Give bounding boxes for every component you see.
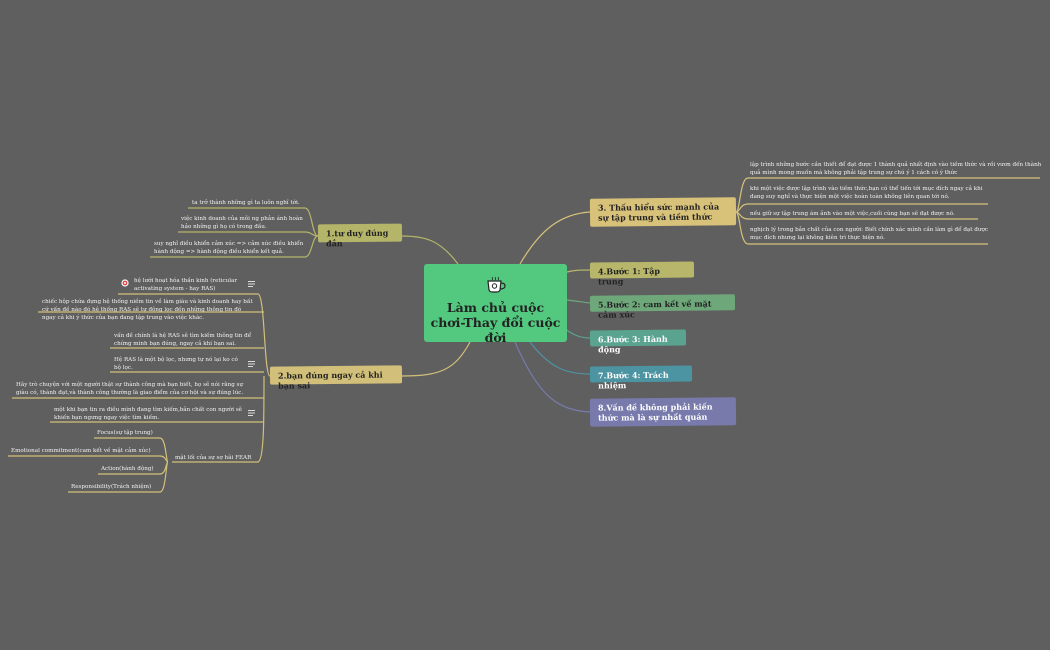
b3-leaf[interactable]: lập trình những bước cần thiết để đạt đư… [750, 162, 1042, 176]
b2-leaf-ras-desc[interactable]: chiếc hộp chứa đựng hệ thống niềm tin về… [42, 299, 253, 321]
link-b1-leaf1 [188, 207, 319, 237]
branch-6[interactable]: 6.Bước 3: Hành động [589, 329, 687, 354]
branch-8-label: 8.Vấn đề không phải kiến thức mà là sự n… [597, 401, 713, 423]
fear-item[interactable]: Emotional commitment(cam kết về mặt cảm … [11, 448, 151, 454]
b3-leaf[interactable]: khi một việc được lập trình vào tiềm thứ… [750, 186, 983, 200]
link-root-b5 [566, 299, 591, 304]
coffee-cup-icon [486, 276, 506, 293]
b1-leaf[interactable]: ta trở thành những gì ta luôn nghĩ tới. [192, 200, 300, 206]
b3-leaf[interactable]: nghịch lý trong bản chất của con người: … [750, 227, 988, 241]
fear-item[interactable]: Focus(sự tập trung) [97, 430, 153, 436]
b2-leaf-story[interactable]: Hãy trò chuyện với một người thật sự thà… [16, 382, 244, 396]
branch-2[interactable]: 2.bạn đúng ngay cả khi bạn sai [269, 365, 403, 391]
branch-5[interactable]: 5.Bước 2: cam kết về mặt cảm xúc [589, 294, 736, 320]
b1-leaf[interactable]: suy nghĩ điều khiển cảm xúc => cảm xúc đ… [154, 241, 304, 255]
target-icon [121, 279, 129, 287]
branch-4[interactable]: 4.Bước 1: Tập trung [589, 261, 695, 286]
note-icon[interactable] [248, 281, 255, 287]
b2-leaf-fear[interactable]: mật lối của sự sợ hãi FEAR [175, 455, 252, 461]
branch-3-label: 3. Thấu hiểu sức mạnh của sự tập trung v… [597, 201, 720, 223]
link-root-b7 [529, 341, 591, 375]
b1-leaf[interactable]: việc kinh doanh của mỗi ng phản ánh hoàn… [181, 216, 303, 230]
fear-item[interactable]: Action(hành động) [101, 466, 154, 472]
root-topic[interactable]: Làm chủ cuộc chơi-Thay đổi cuộc đời [424, 264, 567, 345]
b2-leaf-ras[interactable]: hệ lưới hoạt hóa thần kinh (reticular ac… [134, 278, 237, 292]
b2-leaf-believe[interactable]: một khi bạn tin ra điều mình đang tìm ki… [54, 407, 242, 421]
fear-item[interactable]: Responsibility(Trách nhiệm) [71, 484, 152, 490]
note-icon[interactable] [248, 361, 255, 367]
branch-1[interactable]: 1.tư duy đúng đắn [317, 223, 403, 248]
b2-leaf-ras-sub[interactable]: vấn đề chính là hệ RAS sẽ tìm kiếm thông… [114, 333, 252, 347]
link-b1-leaf2 [178, 231, 319, 237]
link-root-b2 [401, 341, 471, 377]
branch-8[interactable]: 8.Vấn đề không phải kiến thức mà là sự n… [589, 397, 737, 427]
link-b1-leaf3 [150, 235, 319, 258]
link-root-b3 [519, 211, 591, 265]
b3-leaf[interactable]: nếu giữ sự tập trung ám ảnh vào một việc… [750, 211, 955, 217]
note-icon[interactable] [248, 410, 255, 416]
link-root-b1 [401, 235, 459, 265]
link-root-b8 [514, 341, 591, 413]
branch-3[interactable]: 3. Thấu hiểu sức mạnh của sự tập trung v… [589, 197, 737, 227]
root-title: Làm chủ cuộc chơi-Thay đổi cuộc đời [430, 300, 561, 345]
link-root-b4 [566, 269, 591, 273]
branch-7[interactable]: 7.Bước 4: Trách nhiệm [589, 365, 693, 390]
b2-leaf-filter[interactable]: Hệ RAS là một bộ lọc, nhưng tự nó lại ko… [114, 357, 238, 371]
